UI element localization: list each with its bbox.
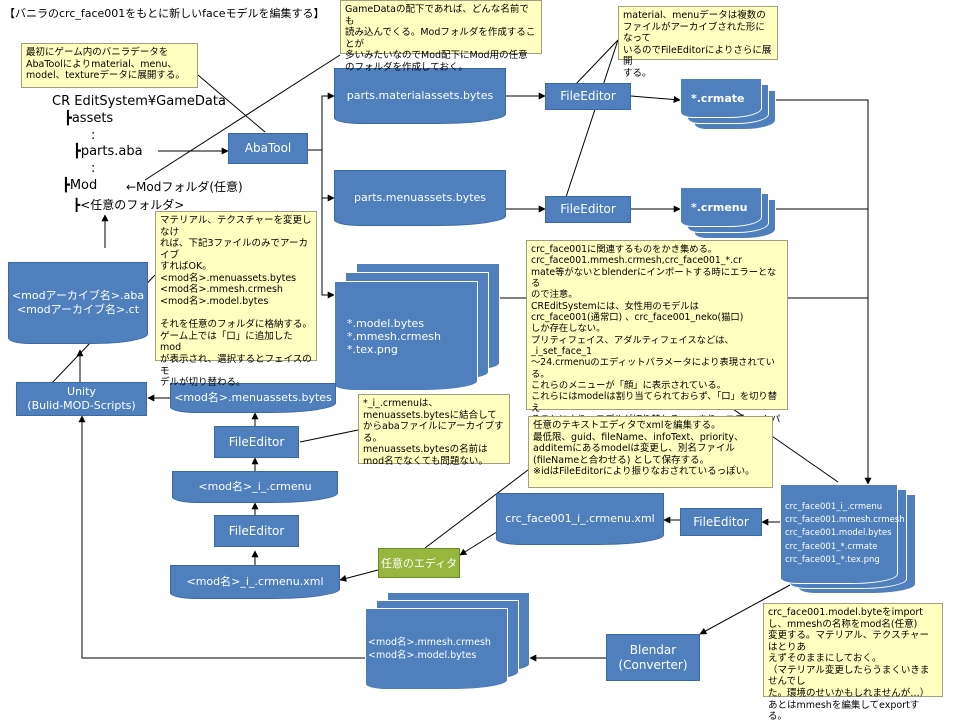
tree-assets: ┣assets — [64, 111, 114, 126]
mod-mesh-label: <mod名>.mmesh.crmesh <mod名>.model.bytes — [365, 608, 508, 690]
crmenu-label: *.crmenu — [680, 187, 762, 227]
fileeditor-mod-xml[interactable]: FileEditor — [214, 515, 299, 547]
note-collect: crc_face001に関連するものをかき集める。 crc_face001.mm… — [526, 240, 788, 448]
mod-crmenu-xml-node[interactable]: <mod名>_i_.crmenu.xml — [170, 565, 340, 599]
fileeditor-crc[interactable]: FileEditor — [680, 508, 762, 536]
arrow-abatool-to-models — [321, 198, 335, 299]
tree-dots-1: : — [91, 128, 96, 143]
arrow-abatool-to-menuassets — [321, 150, 335, 202]
page-title: 【バニラのcrc_face001をもとに新しいfaceモデルを編集する】 — [4, 7, 325, 20]
arrow-crmate-collect — [776, 99, 872, 485]
materialassets-node[interactable]: parts.materialassets.bytes — [334, 68, 506, 124]
note-crmenu: *_i_.crmenuは、 menuassets.bytesに結合して からab… — [358, 394, 510, 467]
mod-mesh-stack[interactable]: <mod名>.mmesh.crmesh <mod名>.model.bytes — [365, 592, 530, 692]
crmate-label: *.crmate — [680, 78, 762, 118]
tree-parts-aba: ┣parts.aba — [73, 144, 143, 159]
models-stack[interactable]: *.model.bytes *.mmesh.crmesh *.tex.png — [334, 263, 500, 391]
blendar-node[interactable]: Blendar (Converter) — [606, 634, 700, 681]
tree-dots-2: : — [91, 161, 96, 176]
abatool-node[interactable]: AbaTool — [228, 133, 308, 164]
crmate-stack[interactable]: *.crmate — [680, 78, 776, 130]
mod-menuassets-node[interactable]: <mod名>.menuassets.bytes — [170, 383, 336, 413]
crc-xml-node[interactable]: crc_face001_i_.crmenu.xml — [496, 493, 664, 545]
mod-crmenu-node[interactable]: <mod名>_i_.crmenu — [172, 471, 338, 503]
arrow-crcxml-to-editor — [459, 529, 501, 556]
note-archive: マテリアル、テクスチャーを変更しなけ れば、下記3ファイルのみでアーカイブ すれ… — [155, 211, 317, 388]
any-editor-node[interactable]: 任意のエディタ — [378, 548, 460, 578]
fileeditor-mod-menu[interactable]: FileEditor — [214, 426, 299, 458]
menuassets-node[interactable]: parts.menuassets.bytes — [334, 170, 506, 226]
crc-files-stack[interactable]: crc_face001_i_.crmenu crc_face001.mmesh.… — [780, 484, 916, 604]
arrow-abatool-fanout — [307, 92, 335, 151]
arrow-editor-to-modxml — [339, 569, 379, 582]
unity-node[interactable]: Unity (Bulid-MOD-Scripts) — [16, 382, 147, 416]
arrow-fileeditor-to-crmate — [630, 95, 681, 103]
tree-mod: ┣Mod — [62, 178, 98, 193]
fileeditor-material[interactable]: FileEditor — [545, 83, 631, 110]
tree-folder: ┣<任意のフォルダ> — [73, 198, 185, 212]
callout-crmenu — [299, 429, 359, 443]
tree-root: CR EditSystem¥GameData — [52, 94, 226, 109]
mod-aba-node[interactable]: <modアーカイブ名>.aba <modアーカイブ名>.ct — [8, 262, 148, 344]
models-label: *.model.bytes *.mmesh.crmesh *.tex.png — [334, 281, 478, 391]
note-intro: 最初にゲーム内のバニラデータを AbaToolによりmaterial、menu、… — [21, 43, 198, 88]
crmenu-stack[interactable]: *.crmenu — [680, 187, 776, 239]
callout-material-1 — [573, 39, 619, 87]
note-material: material、menuデータは複数の ファイルがアーカイブされた形になって … — [618, 6, 778, 79]
tree-mod-note: ←Modフォルダ(任意) — [126, 180, 243, 194]
crc-files-label: crc_face001_i_.crmenu crc_face001.mmesh.… — [780, 484, 905, 584]
note-gamedata: GameDataの配下であれば、どんな名前でも 読み込んでくる。Modフォルダを… — [340, 0, 542, 73]
callout-material-2 — [564, 39, 619, 201]
fileeditor-menu[interactable]: FileEditor — [545, 196, 631, 223]
note-blender: crc_face001.model.byteをimport し、mmeshの名称… — [763, 603, 943, 722]
note-xml-edit: 任意のテキストエディタでxmlを編集する。 最低限、guid、fileName、… — [528, 416, 773, 488]
